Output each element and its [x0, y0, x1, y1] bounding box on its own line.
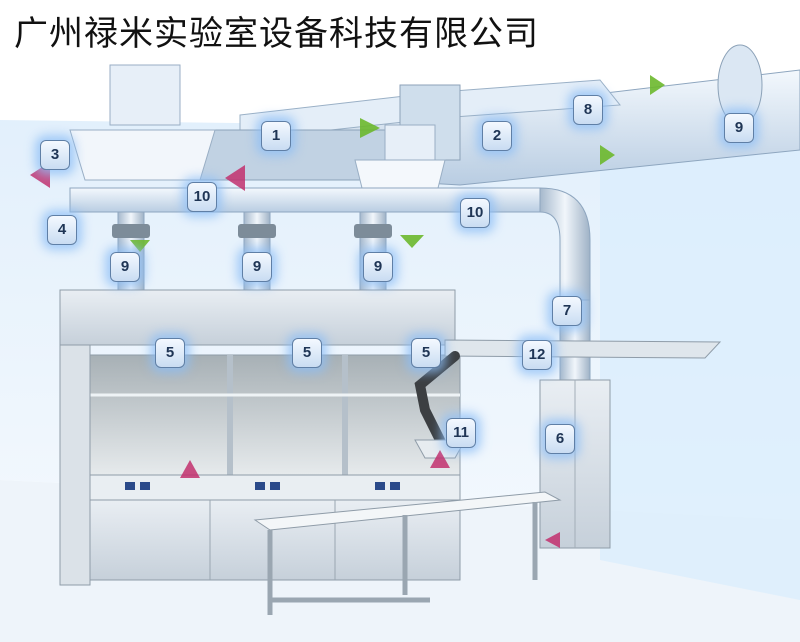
callout-1: 1 — [261, 121, 291, 151]
callout-9c: 9 — [363, 252, 393, 282]
callout-6: 6 — [545, 424, 575, 454]
callout-5b: 5 — [292, 338, 322, 368]
company-title: 广州禄米实验室设备科技有限公司 — [14, 14, 539, 54]
callout-11: 11 — [446, 418, 476, 448]
callout-9b: 9 — [242, 252, 272, 282]
callout-3: 3 — [40, 140, 70, 170]
callout-9-duct: 9 — [724, 113, 754, 143]
callout-7: 7 — [552, 296, 582, 326]
callout-5a: 5 — [155, 338, 185, 368]
callout-12: 12 — [522, 340, 552, 370]
callout-10b: 10 — [460, 198, 490, 228]
callout-4: 4 — [47, 215, 77, 245]
callout-2: 2 — [482, 121, 512, 151]
callout-10a: 10 — [187, 182, 217, 212]
callout-5c: 5 — [411, 338, 441, 368]
callout-8: 8 — [573, 95, 603, 125]
callout-9a: 9 — [110, 252, 140, 282]
